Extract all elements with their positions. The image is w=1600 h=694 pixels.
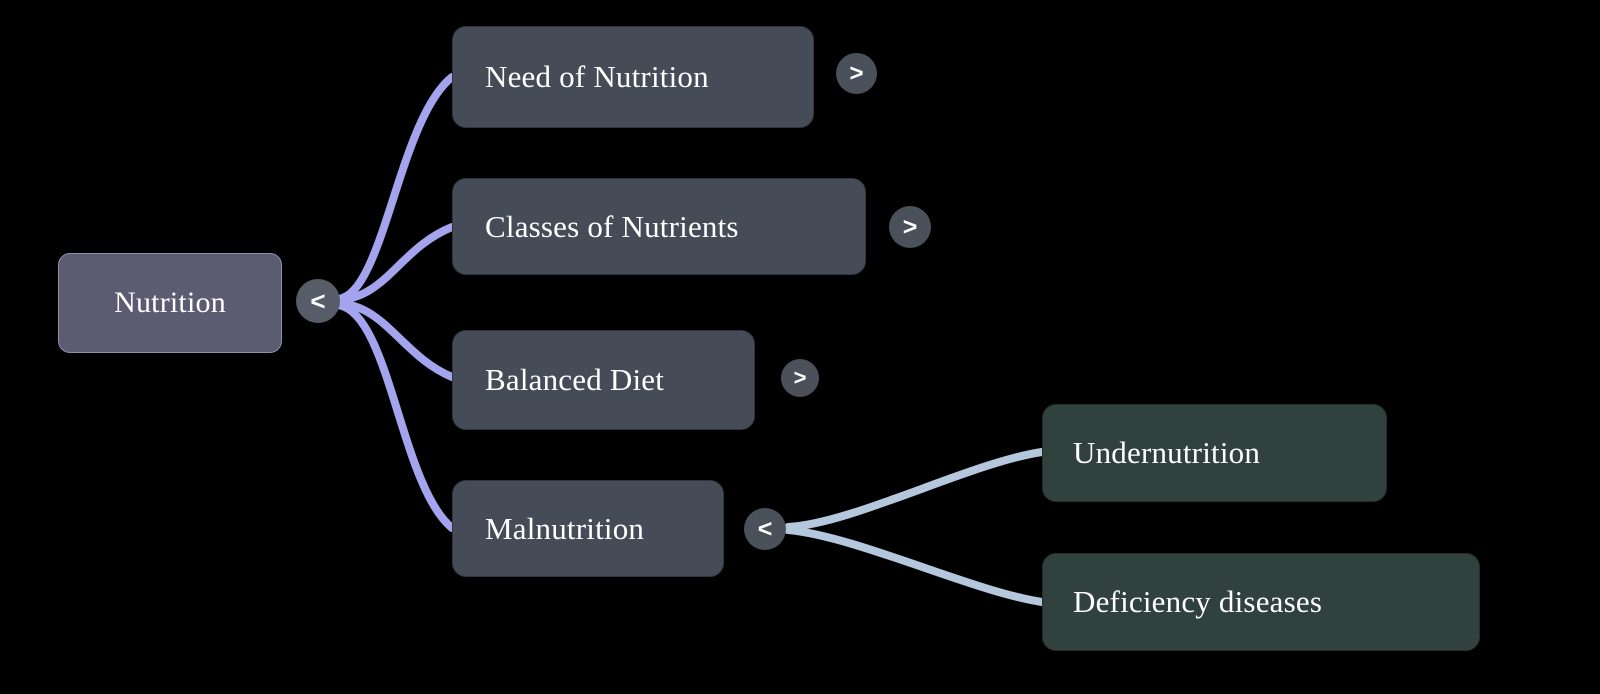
chevron-right-icon: >: [849, 59, 864, 87]
node-nutrition-label: Nutrition: [114, 286, 226, 319]
node-malnutrition-label: Malnutrition: [485, 510, 645, 546]
toggle-nutrition[interactable]: <: [296, 279, 340, 323]
edge-root-to-malnutrition: [334, 301, 456, 532]
node-deficiency-diseases[interactable]: Deficiency diseases: [1042, 553, 1480, 651]
node-nutrition[interactable]: Nutrition: [58, 253, 282, 353]
chevron-left-icon: <: [310, 286, 326, 316]
edge-root-to-balanced-diet: [334, 299, 456, 381]
toggle-need-of-nutrition[interactable]: >: [836, 53, 877, 94]
node-classes-of-nutrients-label: Classes of Nutrients: [485, 208, 739, 244]
edge-root-to-classes-of-nutrients: [334, 223, 456, 304]
chevron-right-icon: >: [902, 212, 918, 241]
node-balanced-diet-label: Balanced Diet: [485, 362, 665, 397]
node-undernutrition-label: Undernutrition: [1073, 435, 1261, 470]
node-need-of-nutrition[interactable]: Need of Nutrition: [452, 26, 814, 128]
node-balanced-diet[interactable]: Balanced Diet: [452, 330, 755, 430]
toggle-malnutrition[interactable]: <: [744, 508, 786, 550]
node-undernutrition[interactable]: Undernutrition: [1042, 404, 1387, 502]
chevron-left-icon: <: [757, 514, 773, 543]
toggle-classes-of-nutrients[interactable]: >: [889, 206, 931, 248]
node-deficiency-diseases-label: Deficiency diseases: [1073, 584, 1323, 619]
node-malnutrition[interactable]: Malnutrition: [452, 480, 724, 577]
edge-malnutrition-to-undernutrition: [784, 448, 1046, 531]
node-need-of-nutrition-label: Need of Nutrition: [485, 59, 709, 94]
edge-root-to-need-of-nutrition: [334, 73, 456, 303]
toggle-balanced-diet[interactable]: >: [781, 359, 819, 397]
node-classes-of-nutrients[interactable]: Classes of Nutrients: [452, 178, 866, 275]
chevron-right-icon: >: [793, 365, 807, 390]
edge-malnutrition-to-deficiency-diseases: [784, 526, 1046, 606]
